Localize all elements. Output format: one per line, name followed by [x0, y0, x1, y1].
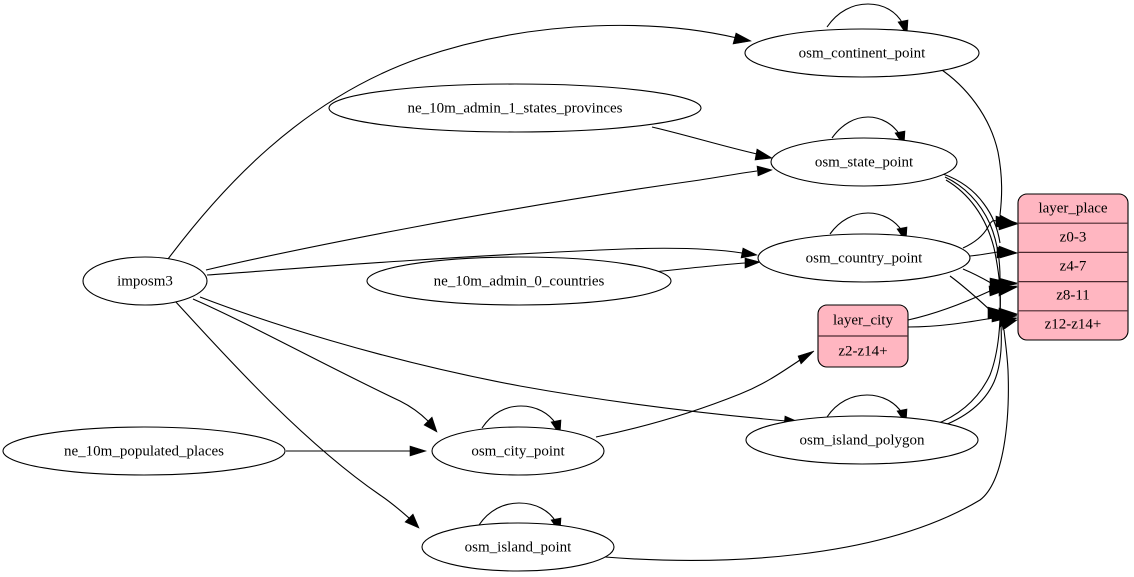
node-osm_island_polygon[interactable]: osm_island_polygon [745, 415, 979, 465]
node-ne_10m_admin_1_states_provinces[interactable]: ne_10m_admin_1_states_provinces [328, 83, 702, 133]
record-row-layer_place-3[interactable]: z12-z14+ [1045, 316, 1102, 332]
edge-osm_country_point-to-layer_place-z0-3 [962, 215, 1019, 249]
edge-osm_continent_point-to-layer_place-z0-3 [938, 67, 1018, 231]
node-label-osm-state-point: osm_state_point [815, 154, 914, 170]
edge-osm_island_polygon-to-layer_place-z8-11 [933, 284, 1019, 426]
edge-imposm3-to-osm_state_point [205, 165, 773, 271]
node-label-imposm3: imposm3 [117, 273, 173, 289]
records-layer: layer_place z0-3 z4-7 z8-11 z12-z14+ lay… [817, 193, 1129, 368]
record-title-layer_city: layer_city [833, 312, 893, 328]
edge-imposm3-to-osm_continent_point [167, 24, 752, 260]
record-row-layer_place-2[interactable]: z8-11 [1056, 287, 1090, 303]
edge-imposm3-to-osm_island_point [174, 300, 420, 529]
node-label-ne-states: ne_10m_admin_1_states_provinces [408, 100, 623, 116]
edge-imposm3-to-osm_country_point [206, 247, 758, 276]
edge-osm_island_point-to-layer_place-z12-z14+ [604, 318, 1018, 561]
record-row-layer_place-1[interactable]: z4-7 [1060, 258, 1087, 274]
edge-osm_island_polygon-to-layer_place-z12-z14+ [936, 315, 1018, 429]
node-osm_country_point[interactable]: osm_country_point [757, 233, 971, 283]
edge-osm_country_point-to-layer_place-z4-7 [969, 246, 1019, 259]
edge-ne_states-to-osm_state_point [651, 126, 773, 161]
node-label-osm-island-point: osm_island_point [465, 539, 573, 555]
edge-imposm3-to-osm_island_polygon [199, 296, 803, 427]
node-ne_10m_admin_0_countries[interactable]: ne_10m_admin_0_countries [366, 256, 672, 306]
edge-osm_city_point-to-layer_city [595, 350, 815, 438]
node-imposm3[interactable]: imposm3 [82, 256, 208, 306]
node-ne_10m_populated_places[interactable]: ne_10m_populated_places [2, 426, 286, 476]
node-label-osm-island-polygon: osm_island_polygon [799, 432, 925, 448]
edge-ne_countries-to-osm_country_point [653, 257, 761, 273]
node-label-ne-countries: ne_10m_admin_0_countries [434, 273, 605, 289]
record-layer_place[interactable]: layer_place z0-3 z4-7 z8-11 z12-z14+ [1017, 193, 1129, 341]
edge-ne_populated-to-osm_city_point [286, 445, 428, 457]
node-osm_continent_point[interactable]: osm_continent_point [744, 28, 980, 78]
edge-imposm3-to-osm_city_point [192, 298, 438, 433]
edge-osm_state_point-to-layer_place-z8-11 [944, 176, 1019, 290]
node-osm_island_point[interactable]: osm_island_point [421, 522, 615, 572]
record-title-layer_place: layer_place [1038, 200, 1107, 216]
node-osm_state_point[interactable]: osm_state_point [770, 137, 958, 187]
edges-layer [167, 3, 1019, 561]
nodes-layer: imposm3 ne_10m_admin_1_states_provinces … [2, 28, 980, 572]
node-label-ne-populated: ne_10m_populated_places [64, 443, 224, 459]
record-row-layer_place-0[interactable]: z0-3 [1060, 229, 1087, 245]
node-label-osm-country-point: osm_country_point [806, 250, 923, 266]
record-row-layer_city-0[interactable]: z2-z14+ [838, 343, 887, 359]
record-layer_city[interactable]: layer_city z2-z14+ [817, 304, 909, 368]
node-label-osm-city-point: osm_city_point [471, 443, 565, 459]
node-label-osm-continent-point: osm_continent_point [799, 45, 926, 61]
node-osm_city_point[interactable]: osm_city_point [431, 426, 605, 476]
